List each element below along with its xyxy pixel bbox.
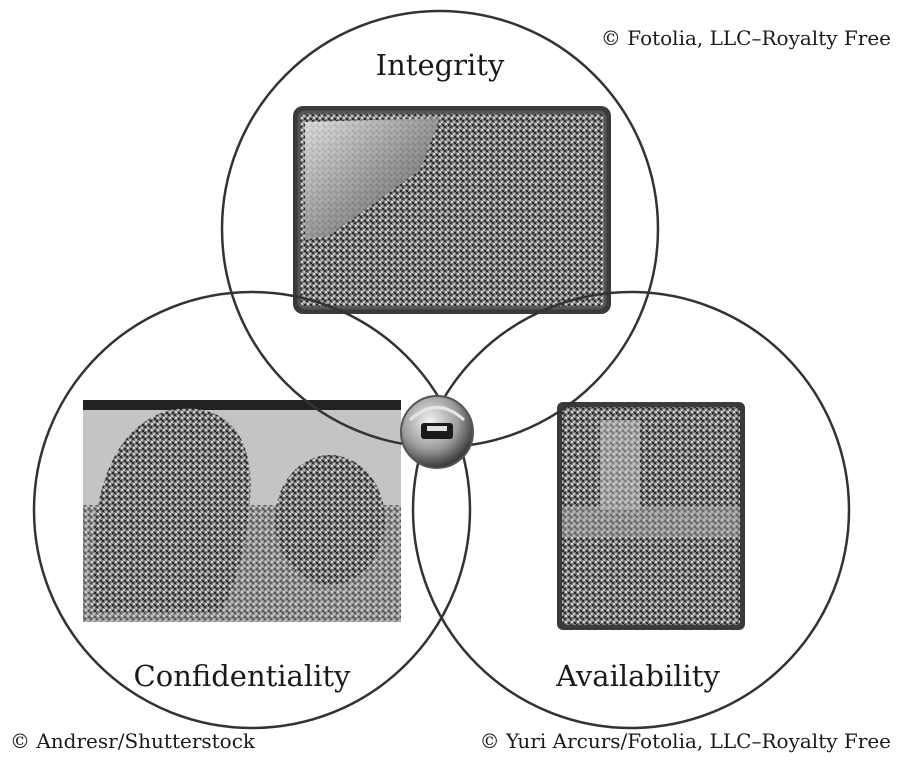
credit-bottom-right: © Yuri Arcurs/Fotolia, LLC–Royalty Free — [479, 729, 891, 753]
confidentiality-label: Confidentiality — [133, 659, 351, 693]
availability-label: Availability — [556, 659, 720, 693]
security-shield-emblem-icon — [400, 395, 474, 469]
photo-server-hardware — [293, 106, 611, 314]
integrity-label: Integrity — [375, 48, 505, 82]
photo-person-whispering — [83, 400, 401, 622]
photo-person-at-computer — [557, 402, 745, 630]
credit-bottom-left: © Andresr/Shutterstock — [10, 729, 256, 753]
confidentiality-circle — [32, 290, 472, 730]
availability-circle — [411, 290, 851, 730]
credit-top-right: © Fotolia, LLC–Royalty Free — [600, 26, 891, 50]
